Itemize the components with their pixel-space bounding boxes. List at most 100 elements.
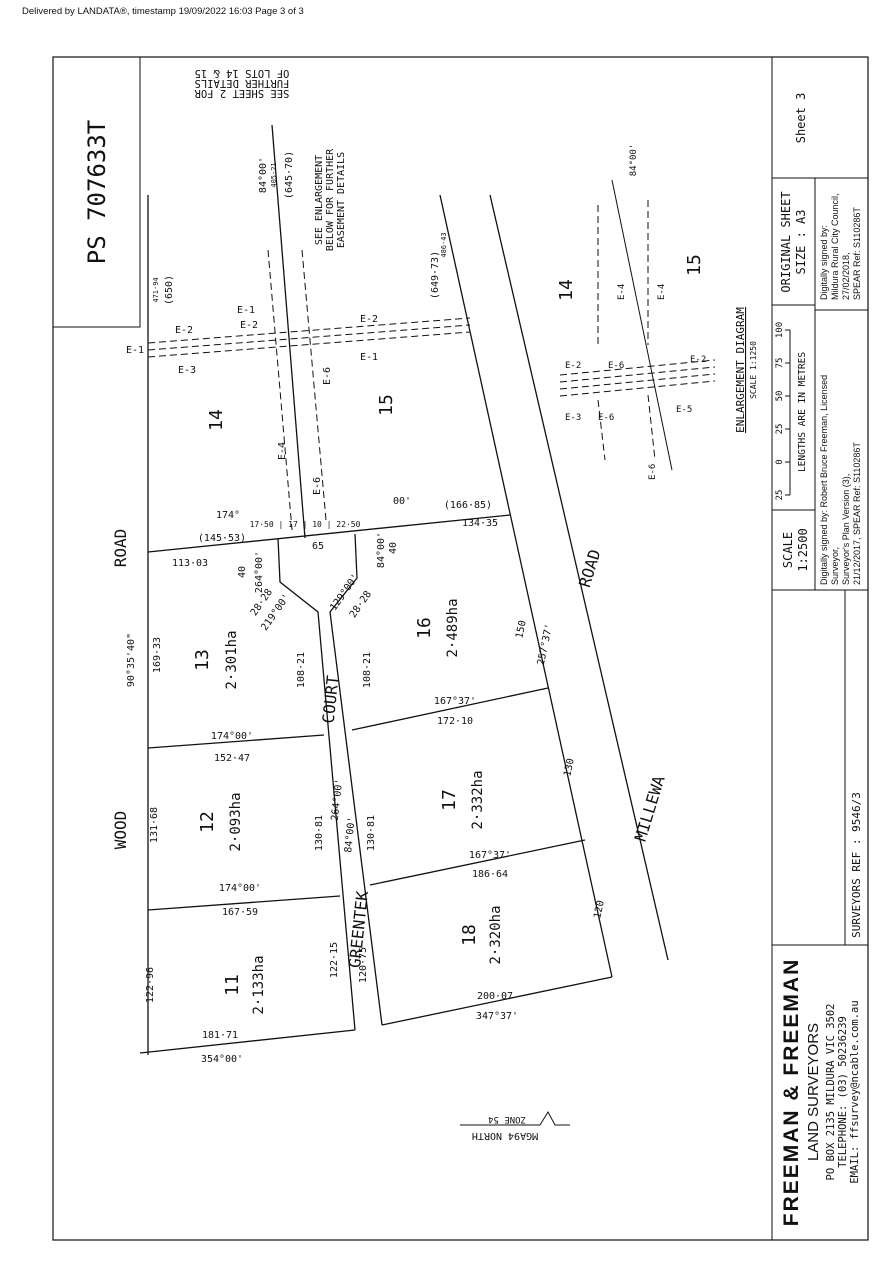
- easement-label: E-6: [322, 367, 333, 385]
- plan-label: 167°37': [469, 850, 511, 861]
- surveyor-sign-3: Surveyor's Plan Version (3),: [841, 474, 851, 585]
- plan-label: 347°37': [476, 1011, 518, 1022]
- plan-label: 2·093ha: [228, 792, 244, 851]
- enlargement-diagram: E-2 E-3 E-2 E-5 E-6 E-6 E-4 E-4 E-6 ENLA…: [559, 179, 758, 480]
- scale-tick: 100: [775, 322, 785, 338]
- easement-label: E-6: [312, 477, 323, 495]
- north-arrow: ZONE 54 MGA94 NORTH: [460, 1110, 570, 1141]
- plan-label: (166·85): [444, 500, 492, 511]
- scale-tick: 0: [775, 459, 785, 464]
- plan-label: 172·10: [437, 716, 473, 727]
- easement-label: E-3: [178, 365, 196, 376]
- sheet-number: Sheet 3: [794, 93, 808, 144]
- easement-label: E-4: [277, 442, 288, 460]
- easement-label: E-1: [126, 345, 144, 356]
- plan-label: E-2: [565, 361, 581, 371]
- plan-number-box: [52, 56, 141, 328]
- plan-label: 200·07: [477, 991, 513, 1002]
- plan-label: 2·301ha: [224, 630, 240, 689]
- plan-label: (649·73): [430, 251, 441, 299]
- easement-label: E-1: [360, 352, 378, 363]
- plan-label: ENLARGEMENT DIAGRAM: [734, 307, 747, 433]
- plan-label: 174°00': [219, 883, 261, 894]
- road-name-road: ROAD: [111, 529, 130, 568]
- plan-label: 130: [562, 758, 577, 778]
- plan-label: 122·15: [329, 942, 340, 978]
- plan-label: 65: [312, 541, 324, 552]
- plan-label: 131·68: [149, 807, 160, 843]
- surveyor-sign-2: Surveyor,: [830, 547, 840, 585]
- scale-bar: 100 75 50 25 0 25 LENGTHS ARE IN METRES: [775, 322, 808, 501]
- plan-label: 174°: [216, 510, 240, 521]
- plan-label: E-2: [690, 355, 706, 365]
- firm-subtitle: LAND SURVEYORS: [805, 1023, 822, 1161]
- plan-label: SEE ENLARGEMENT: [314, 155, 325, 245]
- plan-label: 167·59: [222, 907, 258, 918]
- plan-label: 405·21: [270, 162, 278, 187]
- plan-label: SCALE 1:1250: [749, 341, 758, 399]
- plan-label: (650): [164, 275, 175, 305]
- plan-label: 40: [237, 566, 248, 578]
- plan-label: 130·81: [366, 815, 377, 851]
- plan-label: 174°00': [211, 731, 253, 742]
- plan-border: [52, 56, 869, 1241]
- delivery-header: Delivered by LANDATA®, timestamp 19/09/2…: [22, 6, 304, 17]
- plan-label: 2·332ha: [470, 770, 486, 829]
- firm-address: PO BOX 2135 MILDURA VIC 3502: [825, 1003, 837, 1180]
- plan-label: FURTHER DETAILS: [195, 77, 290, 89]
- plan-label: 84°00': [343, 816, 358, 853]
- enlargement-note: SEE ENLARGEMENT BELOW FOR FURTHER EASEME…: [314, 148, 347, 251]
- plan-label: 2·489ha: [445, 598, 461, 657]
- parcel-boundaries: [139, 124, 669, 1055]
- plan-label: OF LOTS 14 & 15: [195, 67, 290, 79]
- plan-label: E-4: [617, 284, 627, 300]
- plan-label: 11: [222, 974, 243, 996]
- firm-telephone: TELEPHONE: (03) 50236239: [837, 1016, 849, 1168]
- plan-label: E-5: [676, 405, 692, 415]
- surveyor-sign-1: Digitally signed by: Robert Bruce Freema…: [819, 375, 829, 585]
- surveyors-ref: SURVEYORS REF : 9546/3: [850, 792, 863, 938]
- plan-label: BELOW FOR FURTHER: [325, 148, 336, 251]
- plan-label: E-6: [648, 464, 658, 480]
- plan-label: 2·133ha: [251, 955, 267, 1014]
- plan-label: 122·96: [145, 967, 156, 1003]
- scale-units: LENGTHS ARE IN METRES: [797, 352, 808, 472]
- plan-label: 108·21: [296, 652, 307, 688]
- easement-label: E-1: [237, 305, 255, 316]
- plan-label: 15: [376, 394, 397, 416]
- plan-label: 13: [192, 649, 213, 671]
- easement-lines: [147, 249, 471, 531]
- road-name-millewa: MILLEWA: [631, 773, 669, 843]
- plan-number: PS 707633T: [83, 120, 111, 265]
- plan-label: 17: [439, 789, 460, 811]
- plan-label: 264°00': [330, 778, 345, 821]
- plan-label: 14: [556, 279, 577, 301]
- council-sign-4: SPEAR Ref: S110286T: [852, 207, 862, 300]
- firm-name: FREEMAN & FREEMAN: [780, 958, 803, 1227]
- road-name-wood: WOOD: [111, 811, 130, 850]
- scale-tick: 50: [775, 391, 785, 402]
- plan-label: (645·70): [284, 151, 295, 199]
- surveyor-sign-4: 21/12/2017, SPEAR Ref: S110286T: [852, 442, 862, 585]
- plan-label: E-3: [565, 413, 581, 423]
- plan-label: 84°00': [629, 144, 639, 177]
- scale-tick: 25: [775, 490, 785, 501]
- lot-labels: 13 2·301ha 12 2·093ha 11 2·133ha 16 2·48…: [192, 254, 705, 1014]
- title-block: Sheet 3 ORIGINAL SHEET SIZE : A3 Digital…: [771, 57, 868, 1240]
- plan-label: EASEMENT DETAILS: [336, 152, 347, 248]
- plan-label: 169·33: [152, 637, 163, 673]
- easement-label: E-2: [360, 314, 378, 325]
- plan-label: E-6: [608, 361, 624, 371]
- plan-label: 40: [388, 542, 399, 554]
- plan-label: 120: [592, 900, 607, 920]
- plan-label: 150: [514, 620, 529, 640]
- plan-label: 113·03: [172, 558, 208, 569]
- plan-label: 264°00': [254, 551, 265, 593]
- road-name-court: COURT: [319, 674, 343, 724]
- council-sign-1: Digitally signed by:: [819, 225, 829, 300]
- original-sheet-label: ORIGINAL SHEET: [779, 191, 793, 292]
- plan-label: 90°35'40": [126, 633, 137, 687]
- plan-label: 486·43: [440, 232, 448, 257]
- plan-label: 108·21: [362, 652, 373, 688]
